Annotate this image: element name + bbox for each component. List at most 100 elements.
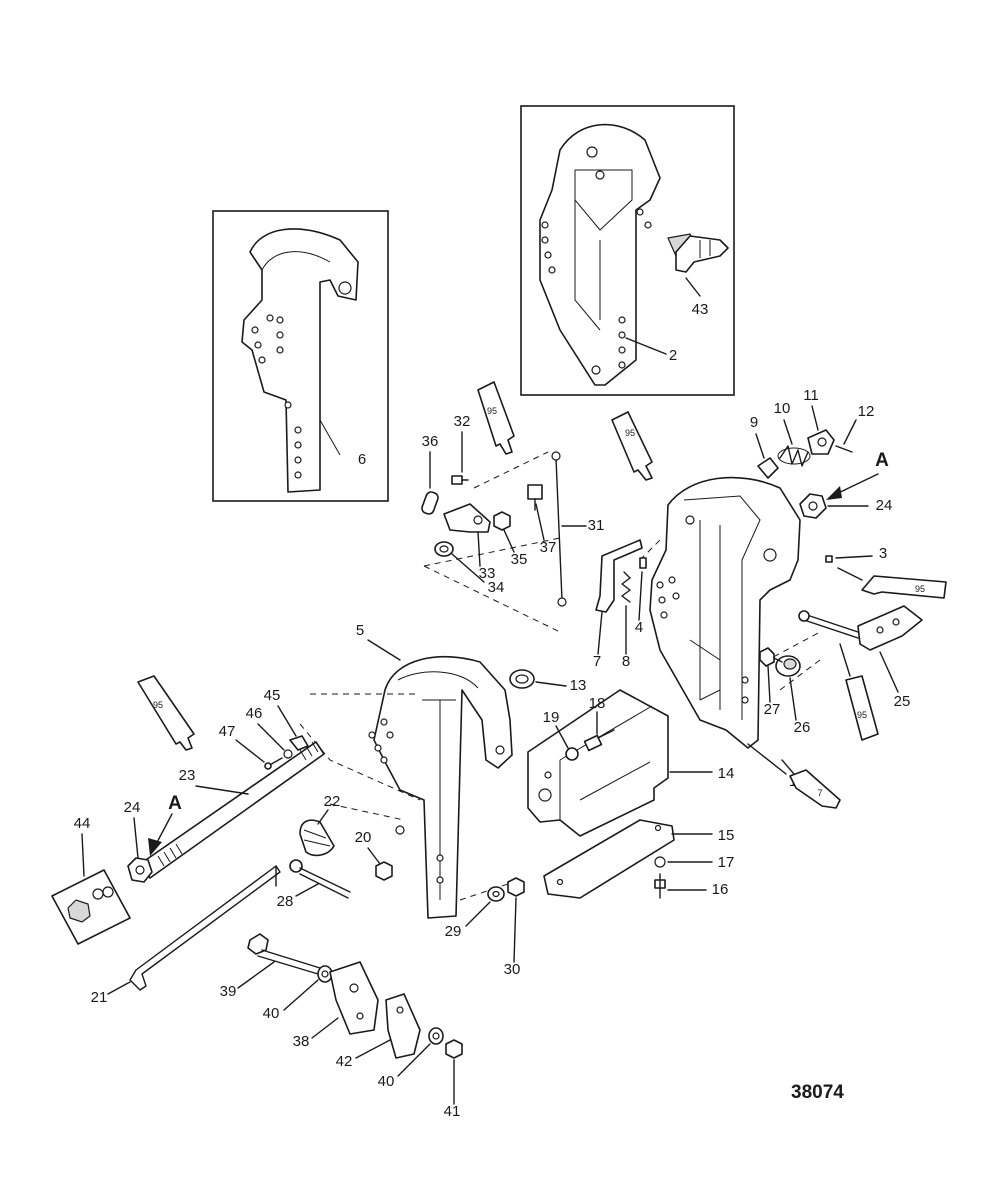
callout-33: 33 [479, 565, 496, 582]
callout-18: 18 [589, 695, 606, 712]
callout-45: 45 [264, 687, 281, 704]
callout-14: 14 [718, 765, 735, 782]
callout-43: 43 [692, 301, 709, 318]
callout-42: 42 [336, 1053, 353, 1070]
callout-30: 30 [504, 961, 521, 978]
sealant-tube-95-right: 95 [861, 575, 947, 599]
washer-part-13 [509, 669, 535, 689]
svg-text:7: 7 [817, 788, 822, 798]
callout-26: 26 [794, 719, 811, 736]
nut-part-19 [565, 747, 579, 761]
lever-part-33 [443, 503, 491, 533]
bolt-part-27 [759, 647, 783, 667]
callout-24-right: 24 [876, 497, 893, 514]
callout-28: 28 [277, 893, 294, 910]
callout-12: 12 [858, 403, 875, 420]
callout-25: 25 [894, 693, 911, 710]
washer-part-40-lower [428, 1027, 444, 1045]
pin-part-4 [639, 557, 647, 569]
reference-letter-a-right: A [875, 450, 889, 471]
detent-part-9 [757, 457, 779, 479]
svg-text:95: 95 [487, 406, 497, 416]
fitting-part-45 [289, 735, 309, 751]
callout-36: 36 [422, 433, 439, 450]
nut-part-24-right [799, 493, 827, 519]
bushing-part-22 [299, 819, 335, 857]
callout-39: 39 [220, 983, 237, 1000]
rod-part-31 [551, 451, 567, 607]
arrow-a-left [148, 838, 162, 856]
rod-part-21 [129, 865, 281, 991]
callout-47: 47 [219, 723, 236, 740]
nut-part-24-left [127, 857, 153, 883]
sealant-tube-95-left: 95 [137, 675, 195, 751]
screw-part-47 [264, 757, 283, 770]
figure-number: 38074 [791, 1082, 844, 1103]
callout-17: 17 [718, 854, 735, 871]
callout-11: 11 [803, 387, 819, 404]
callout-2: 2 [669, 347, 677, 364]
callout-34: 34 [488, 579, 505, 596]
reference-letter-a-left: A [168, 793, 182, 814]
callout-35: 35 [511, 551, 528, 568]
callout-19: 19 [543, 709, 560, 726]
svg-text:95: 95 [857, 710, 867, 720]
callout-37: 37 [540, 539, 557, 556]
callout-13: 13 [570, 677, 587, 694]
sealant-tube-95-lower-right: 95 [845, 675, 879, 741]
svg-text:95: 95 [625, 428, 635, 438]
callout-8: 8 [622, 653, 630, 670]
pin-part-12 [835, 445, 853, 453]
callout-7: 7 [593, 653, 601, 670]
tilt-lever-part-25 [798, 605, 923, 651]
svg-text:95: 95 [915, 584, 925, 594]
nut-set-part-44 [51, 869, 131, 945]
callout-6: 6 [358, 451, 366, 468]
callout-15: 15 [718, 827, 735, 844]
washer-part-40-upper [317, 965, 333, 983]
bolt-part-39 [247, 933, 321, 975]
swivel-bracket-part-5 [368, 655, 513, 919]
nut-part-41 [445, 1039, 463, 1059]
callout-29: 29 [445, 923, 462, 940]
callout-41: 41 [444, 1103, 461, 1120]
knob-part-26 [775, 655, 801, 677]
plate-part-15 [543, 819, 675, 899]
arrow-a-right [826, 486, 842, 500]
nut-part-20 [375, 861, 393, 881]
bolt-part-32 [451, 475, 469, 485]
callout-46: 46 [246, 705, 263, 722]
washer-part-17 [654, 856, 666, 868]
transom-bracket-part-14 [527, 689, 669, 837]
bracket-part-38 [329, 961, 379, 1035]
sealant-tube-95-top: 95 [477, 381, 515, 455]
bolt-part-37 [527, 484, 543, 511]
washer-part-46 [283, 749, 293, 759]
callout-22: 22 [324, 793, 341, 810]
bolt-part-28 [289, 859, 351, 899]
callout-44: 44 [74, 815, 91, 832]
inset-box-part-2 [520, 105, 735, 396]
spring-part-10 [777, 445, 811, 467]
nut-part-35 [493, 511, 511, 531]
washer-part-29 [487, 886, 505, 902]
nut-part-3 [825, 555, 833, 563]
sealant-tube-95-mid: 95 [611, 411, 653, 481]
clamp-bracket-part-1 [649, 476, 801, 749]
nut-part-30 [507, 877, 525, 897]
bracket-part-7 [595, 539, 643, 613]
callout-24-left: 24 [124, 799, 141, 816]
callout-40-lower: 40 [378, 1073, 395, 1090]
callout-21: 21 [91, 989, 108, 1006]
callout-31: 31 [588, 517, 605, 534]
bolt-part-16 [654, 873, 666, 899]
svg-text:95: 95 [153, 700, 163, 710]
callout-4: 4 [635, 619, 643, 636]
callout-20: 20 [355, 829, 372, 846]
inset-box-part-6 [212, 210, 389, 502]
sealant-tube-7: 7 [789, 769, 841, 809]
bolt-part-18 [583, 729, 615, 752]
callout-3: 3 [879, 545, 887, 562]
callout-10: 10 [774, 400, 791, 417]
pin-part-36 [421, 491, 439, 515]
